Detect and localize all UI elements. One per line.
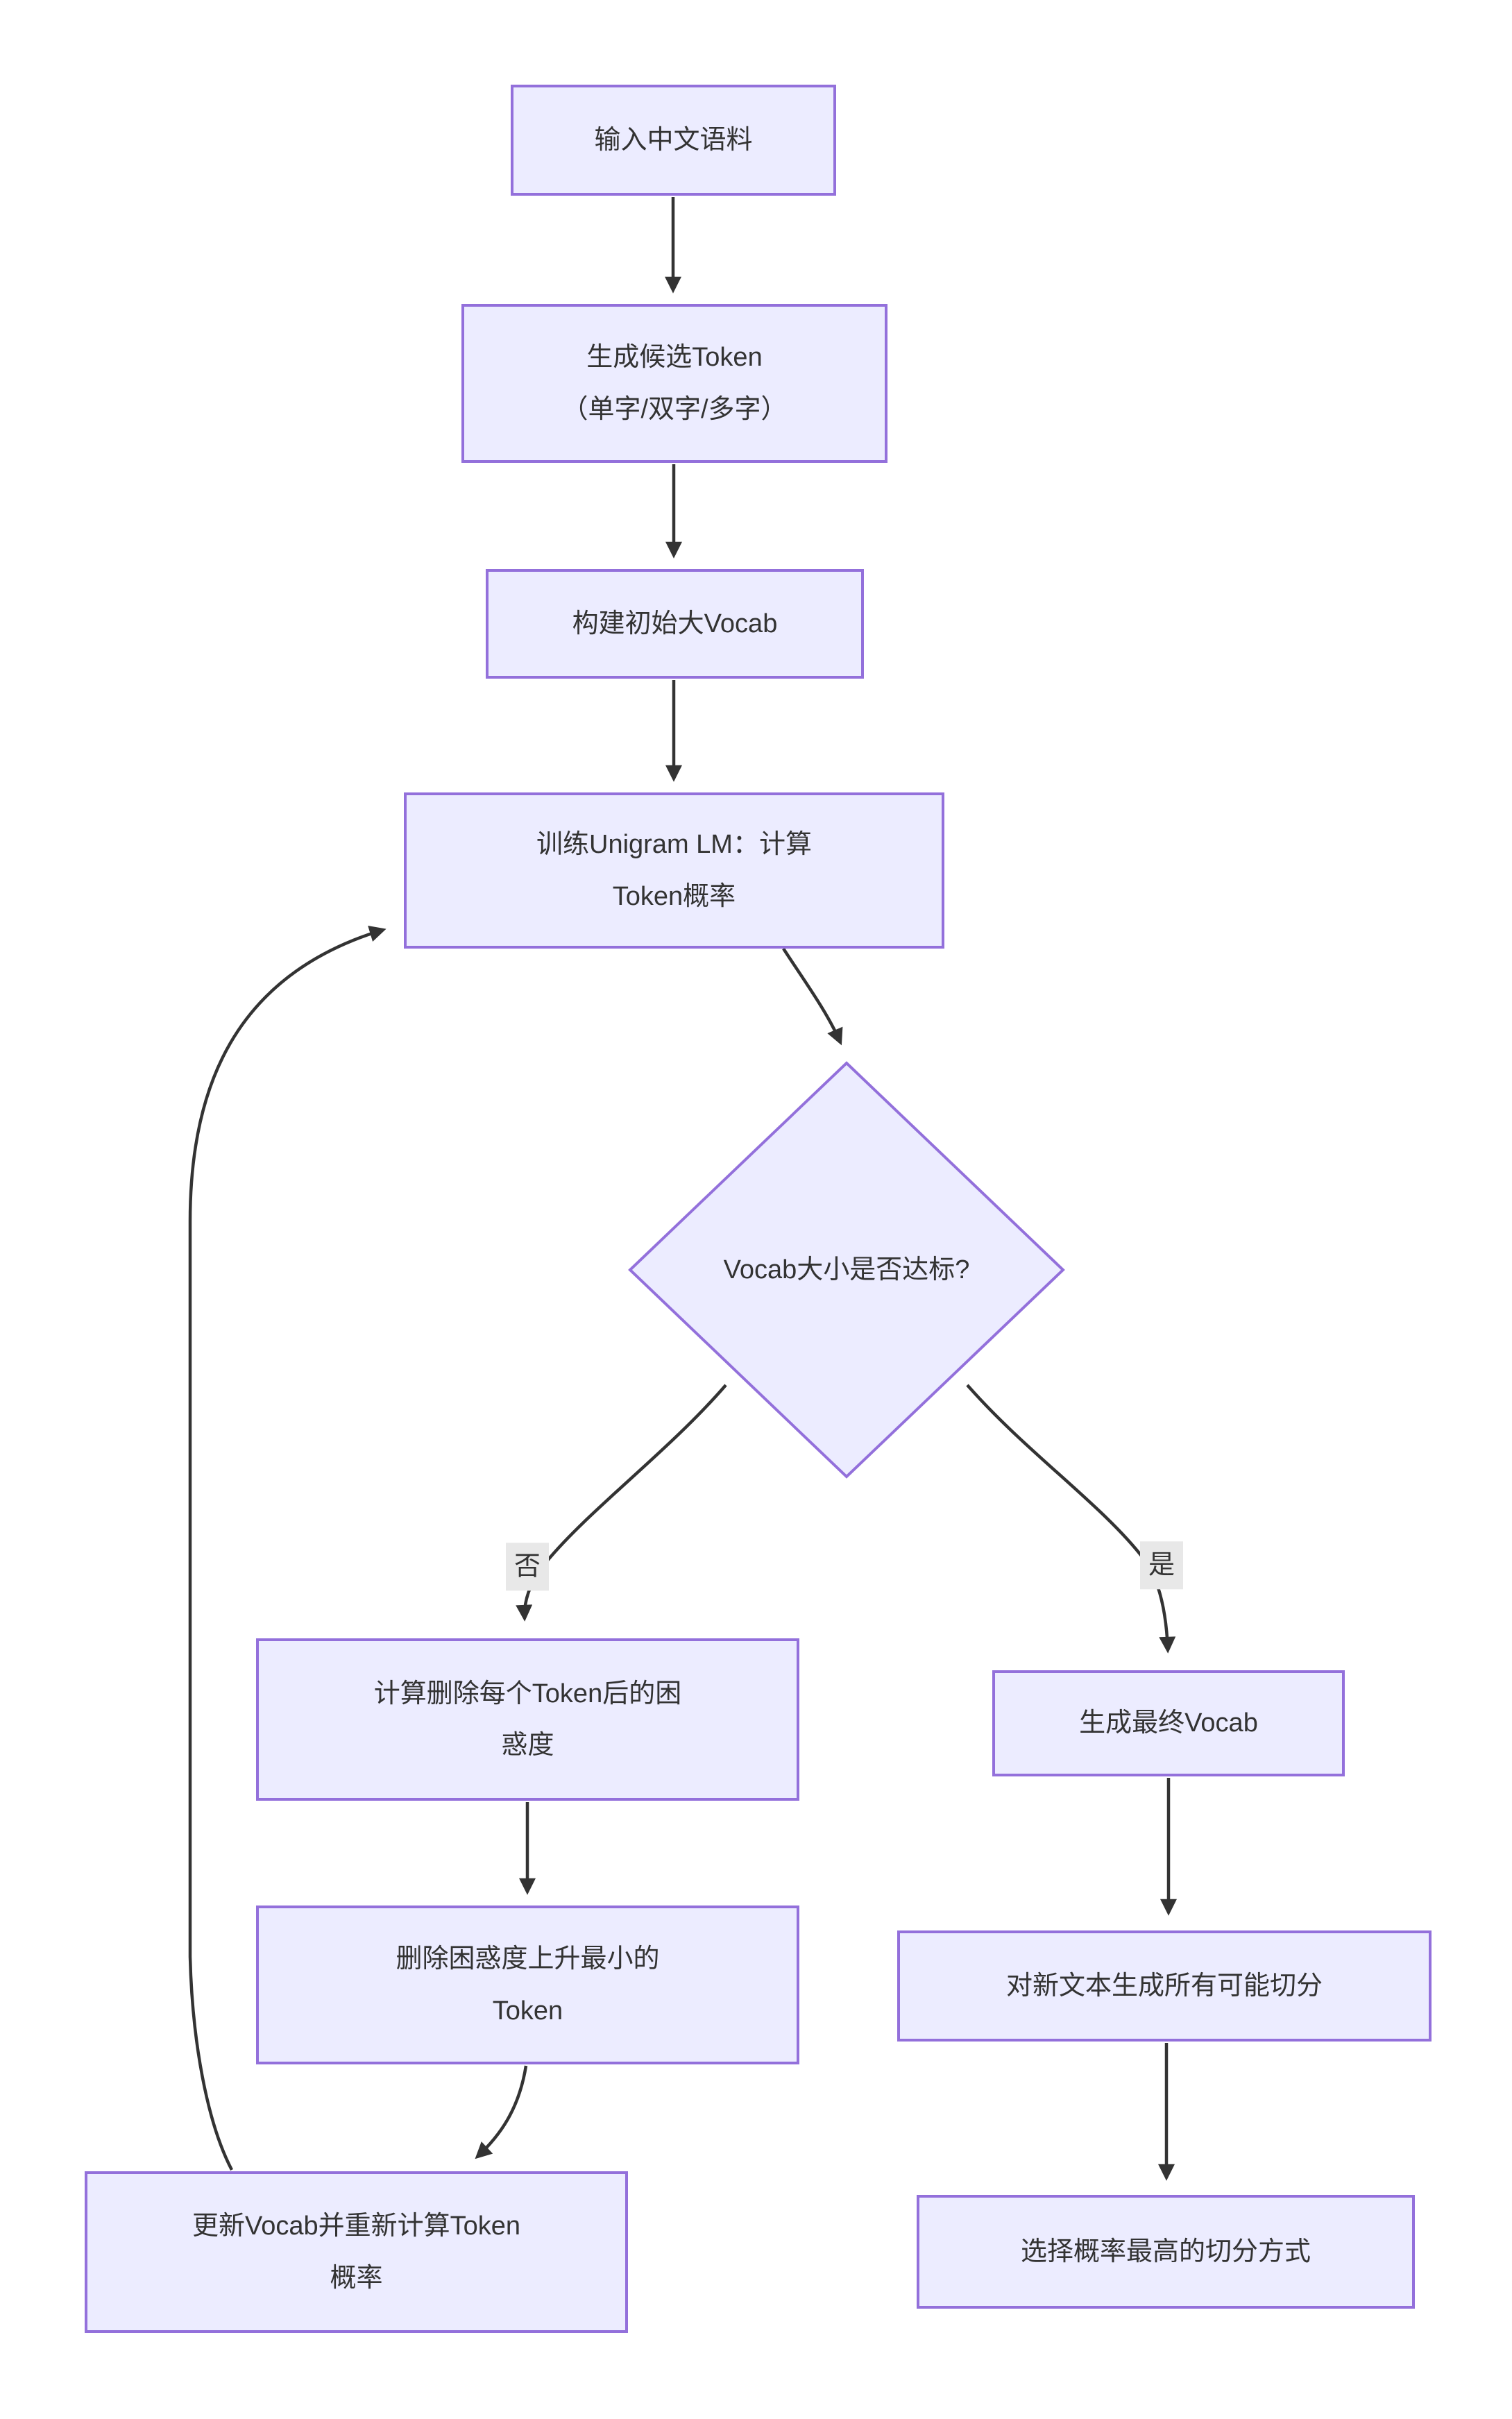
node-remove-min-perplexity-token: 删除困惑度上升最小的 Token — [256, 1906, 799, 2064]
node-select-best-segmentation: 选择概率最高的切分方式 — [917, 2195, 1415, 2309]
node-train-unigram-lm-label: 训练Unigram LM：计算 Token概率 — [536, 830, 812, 911]
edge-label-no: 否 — [505, 1543, 550, 1591]
node-select-best-segmentation-label: 选择概率最高的切分方式 — [1020, 2236, 1311, 2266]
node-generate-candidate-tokens-label: 生成候选Token （单字/双字/多字） — [561, 343, 788, 424]
decision-vocab-size-label: Vocab大小是否达标? — [723, 1255, 970, 1284]
node-generate-final-vocab-label: 生成最终Vocab — [1079, 1708, 1258, 1738]
edge-decision-yes-to-final-vocab — [966, 1384, 1176, 1654]
node-update-vocab: 更新Vocab并重新计算Token 概率 — [85, 2171, 628, 2333]
node-remove-min-perplexity-token-label: 删除困惑度上升最小的 Token — [396, 1944, 660, 2026]
edge-update-vocab-loop-to-train — [188, 926, 387, 2171]
node-input-corpus-label: 输入中文语料 — [594, 125, 753, 155]
edge-decision-no-to-perplexity — [516, 1384, 727, 1622]
node-build-initial-vocab: 构建初始大Vocab — [486, 569, 864, 679]
node-compute-perplexity-label: 计算删除每个Token后的困 惑度 — [373, 1679, 682, 1760]
node-train-unigram-lm: 训练Unigram LM：计算 Token概率 — [404, 792, 944, 949]
node-compute-perplexity: 计算删除每个Token后的困 惑度 — [256, 1638, 799, 1801]
edge-train-to-decision — [782, 947, 843, 1046]
node-generate-candidate-tokens: 生成候选Token （单字/双字/多字） — [461, 304, 887, 463]
edge-label-yes: 是 — [1139, 1541, 1184, 1590]
node-generate-segmentations-label: 对新文本生成所有可能切分 — [1005, 1971, 1323, 2001]
node-update-vocab-label: 更新Vocab并重新计算Token 概率 — [192, 2212, 521, 2293]
decision-diamond-shape — [628, 1061, 1065, 1479]
decision-vocab-size: Vocab大小是否达标? — [638, 1207, 1055, 1332]
node-build-initial-vocab-label: 构建初始大Vocab — [572, 609, 778, 638]
node-input-corpus: 输入中文语料 — [511, 85, 836, 196]
node-generate-final-vocab: 生成最终Vocab — [992, 1670, 1345, 1776]
edge-remove-token-to-update-vocab — [475, 2065, 528, 2159]
node-generate-segmentations: 对新文本生成所有可能切分 — [897, 1930, 1432, 2042]
